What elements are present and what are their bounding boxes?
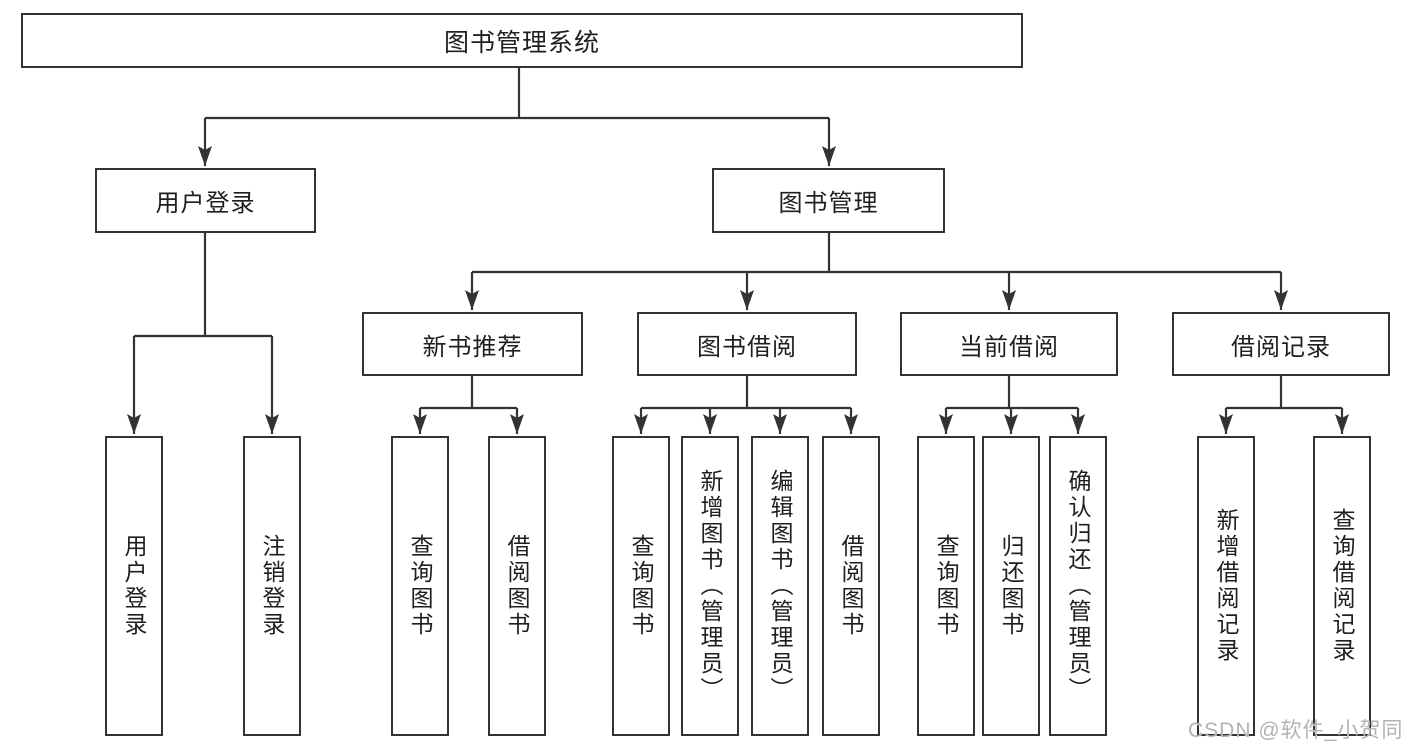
connector-borrow-records-trunk [1226, 376, 1342, 410]
connector-user-login-trunk [134, 233, 272, 338]
node-current-borrow: 当前借阅 [900, 312, 1118, 376]
leaf-node-logout: 注销登录 [243, 436, 301, 736]
leaf-node-add-borrow-record: 新增借阅记录 [1197, 436, 1255, 736]
leaf-node-query-books-2: 查询图书 [612, 436, 670, 736]
leaf-node-borrow-books-2: 借阅图书 [822, 436, 880, 736]
connector-root-trunk [205, 68, 829, 120]
node-book-borrow: 图书借阅 [637, 312, 857, 376]
connector-new-books-trunk [420, 376, 517, 410]
node-root: 图书管理系统 [21, 13, 1023, 68]
leaf-node-return-book: 归还图书 [982, 436, 1040, 736]
watermark: CSDN @软件_小贺同学 [1188, 719, 1405, 742]
connector-current-borrow-trunk [946, 376, 1078, 410]
leaf-node-user-login: 用户登录 [105, 436, 163, 736]
leaf-node-query-borrow-record: 查询借阅记录 [1313, 436, 1371, 736]
node-new-book-recommend: 新书推荐 [362, 312, 583, 376]
connector-book-borrow-trunk [641, 376, 851, 410]
node-book-management: 图书管理 [712, 168, 945, 233]
leaf-node-borrow-books-1: 借阅图书 [488, 436, 546, 736]
leaf-node-confirm-return-admin: 确认归还（管理员） [1049, 436, 1107, 736]
node-user-login: 用户登录 [95, 168, 316, 233]
connector-book-mgmt-trunk [472, 233, 1281, 274]
leaf-node-edit-book-admin: 编辑图书（管理员） [751, 436, 809, 736]
leaf-node-query-books-1: 查询图书 [391, 436, 449, 736]
leaf-node-query-books-3: 查询图书 [917, 436, 975, 736]
leaf-node-add-book-admin: 新增图书（管理员） [681, 436, 739, 736]
node-borrow-records: 借阅记录 [1172, 312, 1390, 376]
